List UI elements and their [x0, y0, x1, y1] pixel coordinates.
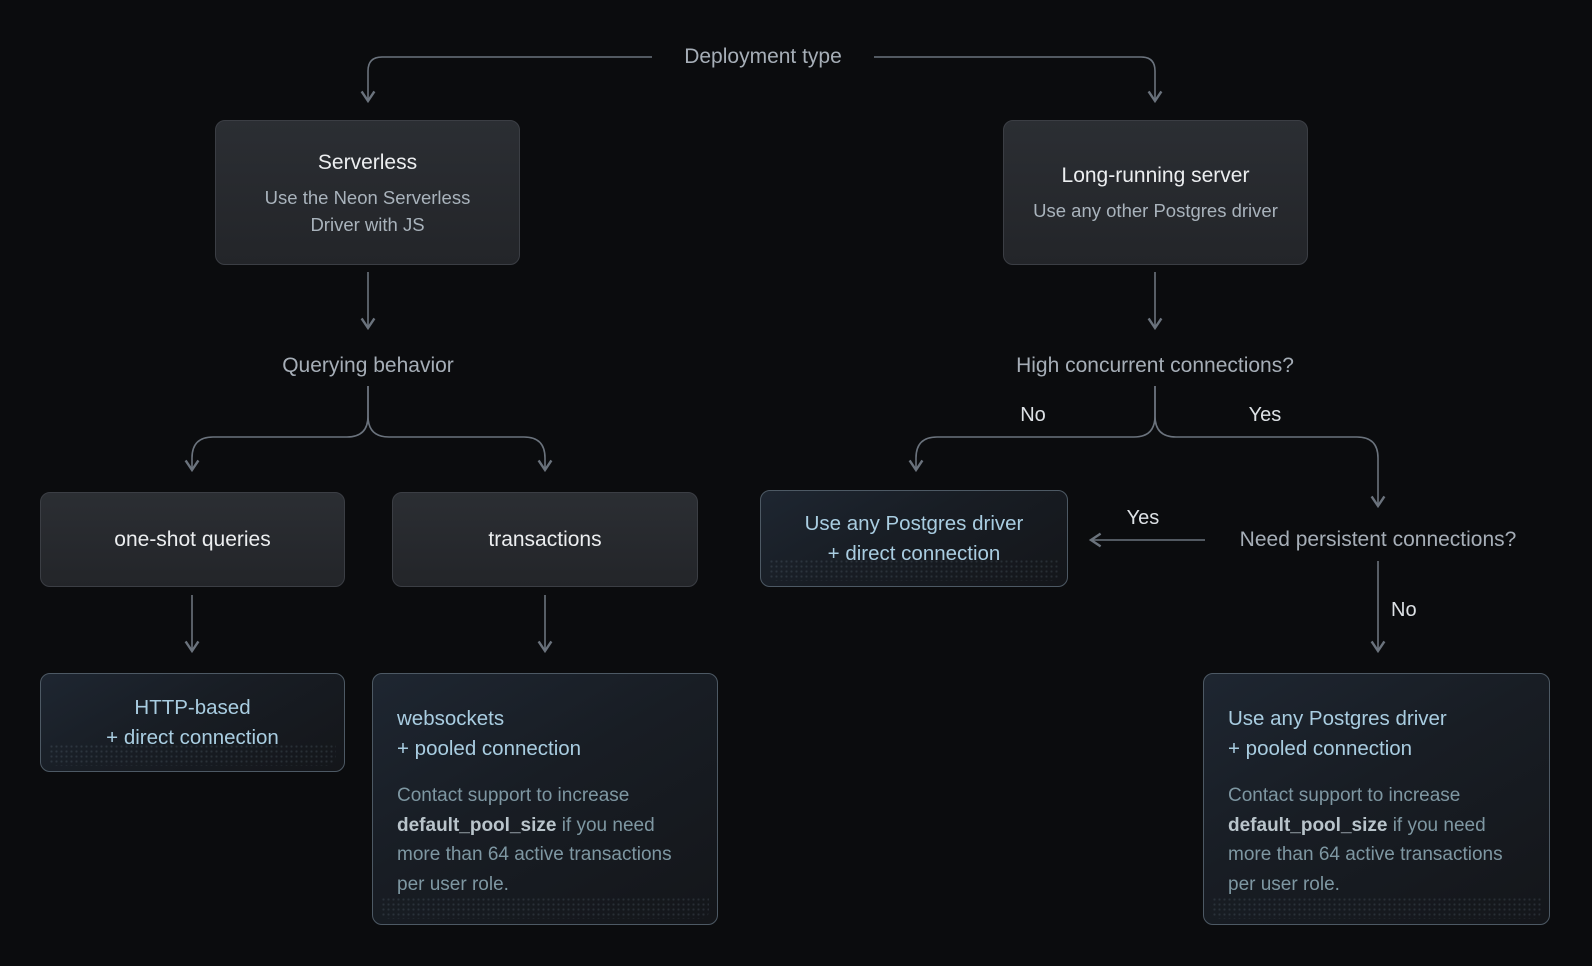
- node-long-running-subtitle: Use any other Postgres driver: [1033, 200, 1278, 221]
- edge-querying-to-oneshot: [184, 386, 369, 473]
- node-any-driver-direct-connection: Use any Postgres driver + direct connect…: [760, 490, 1068, 587]
- node-long-running-title: Long-running server: [1061, 164, 1250, 187]
- default-pool-size-code: default_pool_size: [1228, 814, 1388, 836]
- edge-deployment-to-longrunning: [874, 56, 1163, 104]
- default-pool-size-code: default_pool_size: [397, 814, 557, 836]
- edge-concurrent-yes-to-persistent: [1154, 386, 1386, 509]
- node-any-pooled-line2: + pooled connection: [1228, 737, 1413, 760]
- label-branch-yes-to-direct: Yes: [1126, 507, 1160, 529]
- edge-deployment-to-serverless: [360, 56, 652, 104]
- label-branch-no-to-pooled: No: [1391, 599, 1417, 621]
- node-any-driver-pooled-connection: Use any Postgres driver + pooled connect…: [1203, 673, 1550, 925]
- node-transactions: transactions: [392, 492, 698, 587]
- node-websockets-note: Contact support to increase default_pool…: [397, 785, 672, 895]
- node-any-pooled-note: Contact support to increase default_pool…: [1228, 785, 1503, 895]
- node-serverless: Serverless Use the Neon Serverless Drive…: [215, 120, 520, 265]
- label-deployment-type: Deployment type: [684, 45, 842, 68]
- node-transactions-title: transactions: [488, 528, 602, 551]
- node-serverless-title: Serverless: [317, 150, 418, 174]
- label-branch-yes: Yes: [1248, 404, 1282, 426]
- node-http-direct-connection: HTTP-based + direct connection: [40, 673, 345, 772]
- node-any-direct-line2: + direct connection: [827, 541, 1001, 565]
- node-serverless-subtitle: Use the Neon Serverless Driver with JS: [264, 186, 471, 235]
- node-one-shot-title: one-shot queries: [114, 528, 271, 551]
- node-any-direct-line1: Use any Postgres driver: [804, 511, 1024, 535]
- label-high-concurrent-connections: High concurrent connections?: [1016, 354, 1294, 377]
- node-one-shot-queries: one-shot queries: [40, 492, 345, 587]
- label-need-persistent-connections: Need persistent connections?: [1239, 528, 1517, 551]
- node-http-direct-line1: HTTP-based: [134, 695, 251, 719]
- edge-concurrent-no-to-direct: [908, 386, 1156, 473]
- label-branch-no: No: [1020, 404, 1046, 426]
- label-querying-behavior: Querying behavior: [282, 354, 454, 377]
- node-websockets-line1: websockets: [397, 707, 505, 730]
- node-long-running-server: Long-running server Use any other Postgr…: [1003, 120, 1308, 265]
- node-websockets-line2: + pooled connection: [397, 737, 582, 760]
- node-http-direct-line2: + direct connection: [106, 725, 279, 749]
- node-websockets-pooled-connection: websockets + pooled connection Contact s…: [372, 673, 718, 925]
- edge-querying-to-transactions: [367, 386, 553, 473]
- node-any-pooled-line1: Use any Postgres driver: [1228, 707, 1447, 730]
